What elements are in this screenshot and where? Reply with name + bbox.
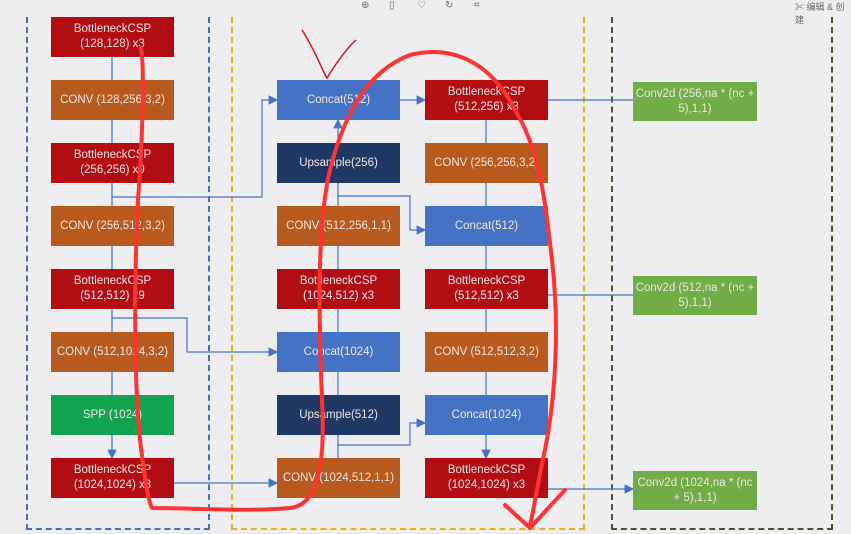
favorite-icon[interactable]: ♡	[417, 0, 426, 11]
backbone-block: CONV (128,256,3,2)	[51, 80, 174, 120]
backbone-block: CONV (256,512,3,2)	[51, 206, 174, 246]
rotate-icon[interactable]: ↻	[445, 0, 454, 11]
neck-block: BottleneckCSP (512,512) x3	[425, 269, 548, 309]
head-frame	[611, 17, 833, 530]
backbone-block: BottleneckCSP (256,256) x9	[51, 143, 174, 183]
edit-create-label: 编辑 & 创建	[795, 2, 845, 25]
neck-block: CONV (1024,512,1,1)	[277, 458, 400, 498]
neck-block: CONV (256,256,3,2)	[425, 143, 548, 183]
delete-icon[interactable]: ▯	[389, 0, 395, 11]
crop-icon[interactable]: ⌗	[474, 0, 480, 11]
edit-create-button[interactable]: ✂ 编辑 & 创建	[795, 0, 851, 26]
neck-block: Upsample(256)	[277, 143, 400, 183]
neck-frame	[231, 17, 585, 530]
neck-block: BottleneckCSP (512,256) x3	[425, 80, 548, 120]
backbone-frame	[26, 17, 210, 530]
neck-block: Concat(1024)	[277, 332, 400, 372]
backbone-block: BottleneckCSP (1024,1024) x3	[51, 458, 174, 498]
edit-icon: ✂	[795, 2, 805, 12]
head-block: Conv2d (1024,na * (nc + 5),1,1)	[633, 471, 757, 510]
head-block: Conv2d (512,na * (nc + 5),1,1)	[633, 276, 757, 315]
backbone-block: SPP (1024)	[51, 395, 174, 435]
neck-block: Concat(512)	[425, 206, 548, 246]
neck-block: Concat(1024)	[425, 395, 548, 435]
neck-block: CONV (512,256,1,1)	[277, 206, 400, 246]
neck-block: BottleneckCSP (1024,1024) x3	[425, 458, 548, 498]
head-block: Conv2d (256,na * (nc + 5),1,1)	[633, 82, 757, 121]
backbone-block: CONV (512,1024,3,2)	[51, 332, 174, 372]
backbone-block: BottleneckCSP (512,512) x9	[51, 269, 174, 309]
neck-block: CONV (512,512,3,2)	[425, 332, 548, 372]
backbone-block: BottleneckCSP (128,128) x3	[51, 17, 174, 57]
neck-block: Upsample(512)	[277, 395, 400, 435]
zoom-in-icon[interactable]: ⊕	[361, 0, 370, 11]
